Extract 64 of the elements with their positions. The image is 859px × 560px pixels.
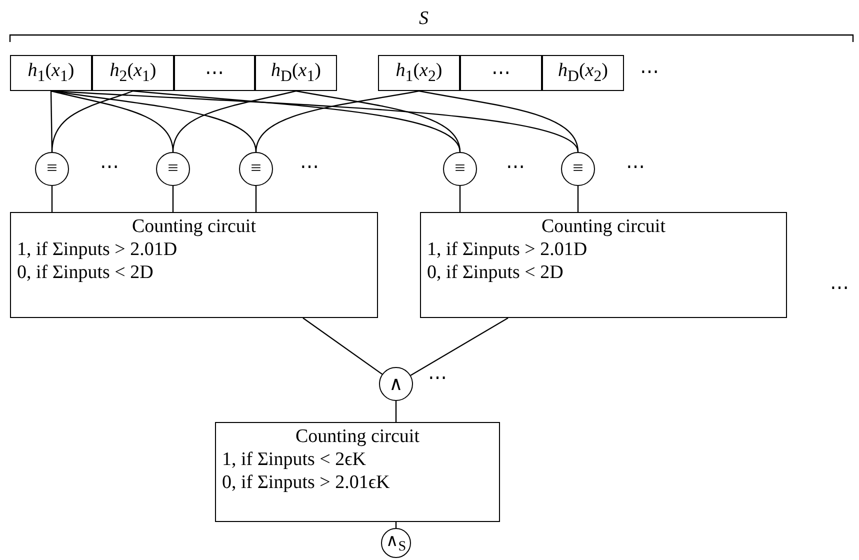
hash-label: h$_{D}$(x$_{1}$) (271, 60, 321, 86)
box-title: Counting circuit (130, 215, 257, 238)
operator-symbol: ≡ (572, 158, 584, 180)
connector-line (395, 401, 397, 422)
counting-circuit-box (10, 212, 378, 318)
hash-cell (174, 55, 255, 91)
connector-line (255, 90, 420, 152)
hash-label: h$_{D}$(x$_{2}$) (558, 60, 608, 86)
condition-text: 1, if Σinputs > 2.01D (427, 238, 588, 261)
condition-text: 1, if Σinputs > 2.01D (17, 238, 178, 261)
box-title: Counting circuit (540, 215, 666, 238)
operator-circle (561, 152, 595, 186)
condition-text: 0, if Σinputs > 2.01ϵK (222, 471, 391, 494)
connector-line (172, 90, 296, 152)
hash-cell (542, 55, 624, 91)
operator-circle (381, 528, 411, 558)
hash-label: h$_{2}$(x$_{1}$) (110, 60, 156, 86)
operator-circle (35, 152, 69, 186)
connector-line (50, 90, 257, 152)
connector-line (418, 90, 579, 152)
ellipsis: ⋯ (640, 61, 659, 84)
operator-symbol: ∧$_{S}$ (386, 530, 406, 556)
operator-symbol: ≡ (250, 158, 262, 180)
operator-symbol: ≡ (46, 158, 58, 180)
hash-label: ⋯ (492, 62, 510, 85)
hash-cell (378, 55, 460, 91)
hash-cell (10, 55, 92, 91)
operator-circle (239, 152, 273, 186)
connector-line (50, 90, 579, 152)
connector-line (410, 317, 508, 376)
hash-cell (460, 55, 542, 91)
connector-line (296, 90, 461, 152)
ellipsis: ⋯ (428, 367, 447, 390)
ellipsis: ⋯ (830, 277, 849, 300)
box-title: Counting circuit (294, 425, 420, 448)
operator-symbol: ∧ (389, 372, 403, 396)
condition-text: 0, if Σinputs < 2D (427, 261, 564, 284)
connector-line (132, 90, 461, 152)
condition-text: 0, if Σinputs < 2D (17, 261, 154, 284)
ellipsis: ⋯ (100, 156, 119, 179)
connector-line (172, 186, 174, 212)
connector-line (302, 318, 382, 375)
operator-symbol: ≡ (454, 158, 466, 180)
ellipsis: ⋯ (300, 156, 319, 179)
operator-circle (156, 152, 190, 186)
ellipsis: ⋯ (626, 156, 645, 179)
hash-label: ⋯ (205, 62, 224, 85)
connector-line (51, 186, 53, 212)
hash-cell (92, 55, 174, 91)
connector-line (459, 186, 461, 212)
operator-circle (379, 367, 413, 401)
ellipsis: ⋯ (506, 156, 525, 179)
set-label: S (419, 8, 428, 30)
counting-circuit-box (420, 212, 787, 318)
connector-line (255, 186, 257, 212)
connector-line (577, 186, 579, 212)
condition-text: 1, if Σinputs < 2ϵK (222, 448, 367, 471)
counting-circuit-box (215, 422, 500, 522)
operator-symbol: ≡ (168, 158, 178, 180)
connector-line (51, 90, 134, 152)
operator-circle (443, 152, 477, 186)
hash-label: h$_{1}$(x$_{2}$) (396, 60, 442, 86)
hash-label: h$_{1}$(x$_{1}$) (28, 60, 74, 86)
hash-cell (255, 55, 337, 91)
